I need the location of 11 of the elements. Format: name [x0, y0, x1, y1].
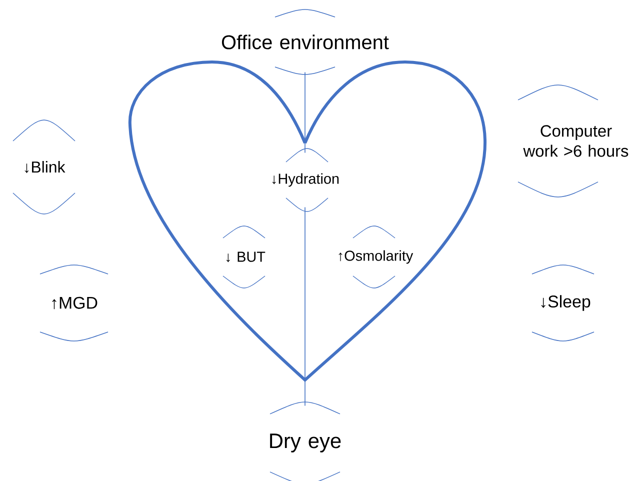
circle-label: ↓Hydration [272, 148, 339, 212]
heart-shape [128, 60, 486, 382]
circle-label: Dry eye [270, 402, 341, 481]
circle-label: ↓Blink [12, 120, 76, 214]
circle-label: ↑MGD [40, 264, 108, 342]
circle-label: Computer work >6 hours [518, 84, 628, 198]
circle-label: ↑Osmolarity [338, 226, 414, 288]
connector-line [304, 206, 306, 406]
circle-label: Office environment [222, 9, 389, 75]
circle-label: ↓Sleep [532, 264, 594, 342]
circle-label: ↓ BUT [222, 226, 266, 288]
